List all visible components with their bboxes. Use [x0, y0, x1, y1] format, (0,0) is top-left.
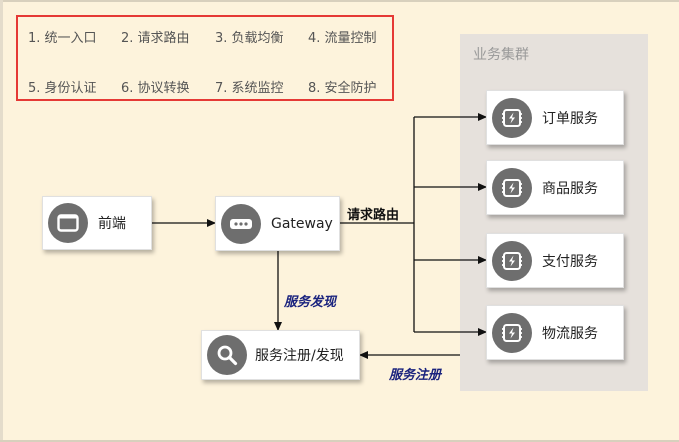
lightning-chip-icon — [492, 167, 532, 208]
service-payment-node[interactable]: 支付服务 — [486, 233, 624, 288]
dots-icon — [221, 203, 261, 244]
service-order-label: 订单服务 — [542, 110, 598, 127]
lightning-chip-icon — [492, 97, 532, 138]
edge-label-route: 请求路由 — [347, 208, 400, 223]
gateway-label: Gateway — [271, 215, 333, 232]
window-icon — [48, 203, 88, 243]
lightning-chip-icon — [492, 312, 532, 353]
legend-item: 4. 流量控制 — [308, 31, 377, 46]
registry-node[interactable]: 服务注册/发现 — [201, 330, 360, 380]
legend-item: 6. 协议转换 — [121, 81, 190, 96]
service-payment-label: 支付服务 — [542, 253, 598, 270]
legend-item: 8. 安全防护 — [308, 81, 377, 96]
frontend-label: 前端 — [98, 216, 126, 232]
left-border — [0, 0, 3, 442]
cluster-title: 业务集群 — [473, 47, 529, 63]
service-product-node[interactable]: 商品服务 — [486, 160, 624, 215]
legend-item: 3. 负载均衡 — [215, 31, 284, 46]
service-logistics-label: 物流服务 — [542, 325, 598, 342]
search-icon — [207, 335, 247, 375]
bottom-border — [0, 440, 679, 442]
gateway-node[interactable]: Gateway — [215, 196, 340, 251]
service-logistics-node[interactable]: 物流服务 — [486, 305, 624, 360]
edge-label-discovery: 服务发现 — [284, 295, 337, 310]
feature-legend: 1. 统一入口 2. 请求路由 3. 负载均衡 4. 流量控制 5. 身份认证 … — [16, 15, 394, 101]
service-order-node[interactable]: 订单服务 — [486, 90, 624, 145]
registry-label: 服务注册/发现 — [255, 348, 344, 364]
edge-label-register: 服务注册 — [389, 368, 442, 383]
top-border — [0, 0, 679, 2]
legend-item: 2. 请求路由 — [121, 31, 190, 46]
frontend-node[interactable]: 前端 — [42, 196, 152, 250]
legend-item: 5. 身份认证 — [28, 81, 97, 96]
legend-item: 7. 系统监控 — [215, 81, 284, 96]
legend-item: 1. 统一入口 — [28, 31, 97, 46]
lightning-chip-icon — [492, 240, 532, 281]
service-product-label: 商品服务 — [542, 180, 598, 197]
